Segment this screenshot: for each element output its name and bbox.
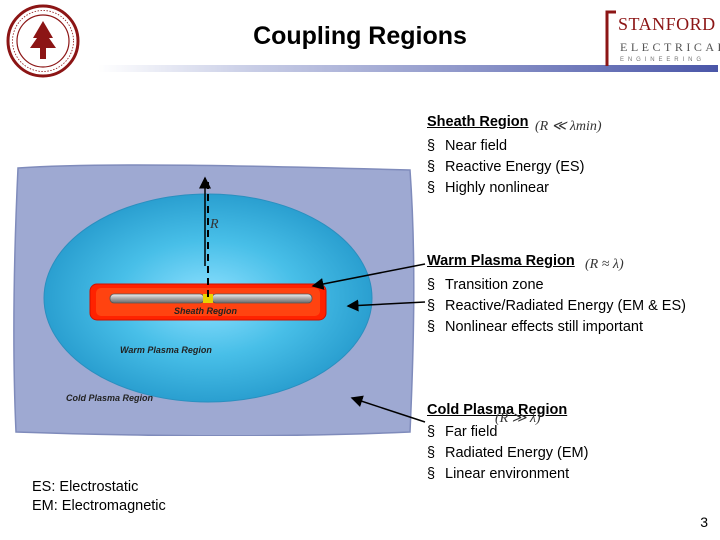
list-item: §Transition zone [427, 277, 544, 293]
section-heading: Cold Plasma Region [427, 402, 568, 418]
abbreviation-item: ES: Electrostatic [32, 479, 139, 495]
section-condition: (R ≪ λmin) [535, 119, 602, 134]
logo-line-1: STANFORD [618, 14, 716, 34]
stanford-ee-logo: STANFORD ELECTRICAL ENGINEERING [604, 10, 720, 68]
radius-symbol: R [209, 217, 219, 232]
logo-bracket-icon [605, 10, 616, 66]
cold-plasma-region-section: Cold Plasma Region (R ≫ λ) §Far field §R… [427, 402, 712, 485]
abbreviation-item: EM: Electromagnetic [32, 498, 166, 514]
warm-plasma-region-section: Warm Plasma Region (R ≈ λ) §Transition z… [427, 253, 712, 338]
arrow-icon [346, 299, 426, 312]
arrow-icon [311, 263, 426, 290]
section-heading: Warm Plasma Region [427, 253, 575, 269]
abbreviation-legend: ES: Electrostatic EM: Electromagnetic [32, 478, 166, 516]
section-condition: (R ≈ λ) [585, 257, 624, 272]
warm-region-label: Warm Plasma Region [120, 345, 212, 355]
list-item: §Linear environment [427, 466, 570, 482]
list-item: §Near field [427, 138, 508, 154]
sheath-region-section: Sheath Region (R ≪ λmin) §Near field §Re… [427, 114, 712, 199]
list-item: §Far field [427, 424, 498, 440]
header-rule [98, 65, 718, 72]
list-item: §Highly nonlinear [427, 180, 549, 196]
sheath-region-label: Sheath Region [174, 306, 238, 316]
list-item: §Nonlinear effects still important [427, 319, 643, 335]
plasma-region-diagram: R Sheath Region Warm Plasma Region Cold … [13, 164, 415, 436]
logo-line-2: ELECTRICAL [620, 40, 720, 54]
list-item: §Reactive/Radiated Energy (EM & ES) [427, 298, 686, 314]
section-heading: Sheath Region [427, 114, 529, 130]
antenna-feed-gap [203, 294, 213, 303]
section-condition: (R ≫ λ) [495, 411, 541, 426]
logo-line-3: ENGINEERING [620, 57, 705, 63]
list-item: §Radiated Energy (EM) [427, 445, 589, 461]
arrow-icon [350, 395, 426, 423]
page-number: 3 [700, 514, 708, 530]
list-item: §Reactive Energy (ES) [427, 159, 585, 175]
page-title: Coupling Regions [253, 22, 467, 50]
stanford-seal-icon [6, 4, 80, 78]
cold-region-label: Cold Plasma Region [66, 393, 154, 403]
